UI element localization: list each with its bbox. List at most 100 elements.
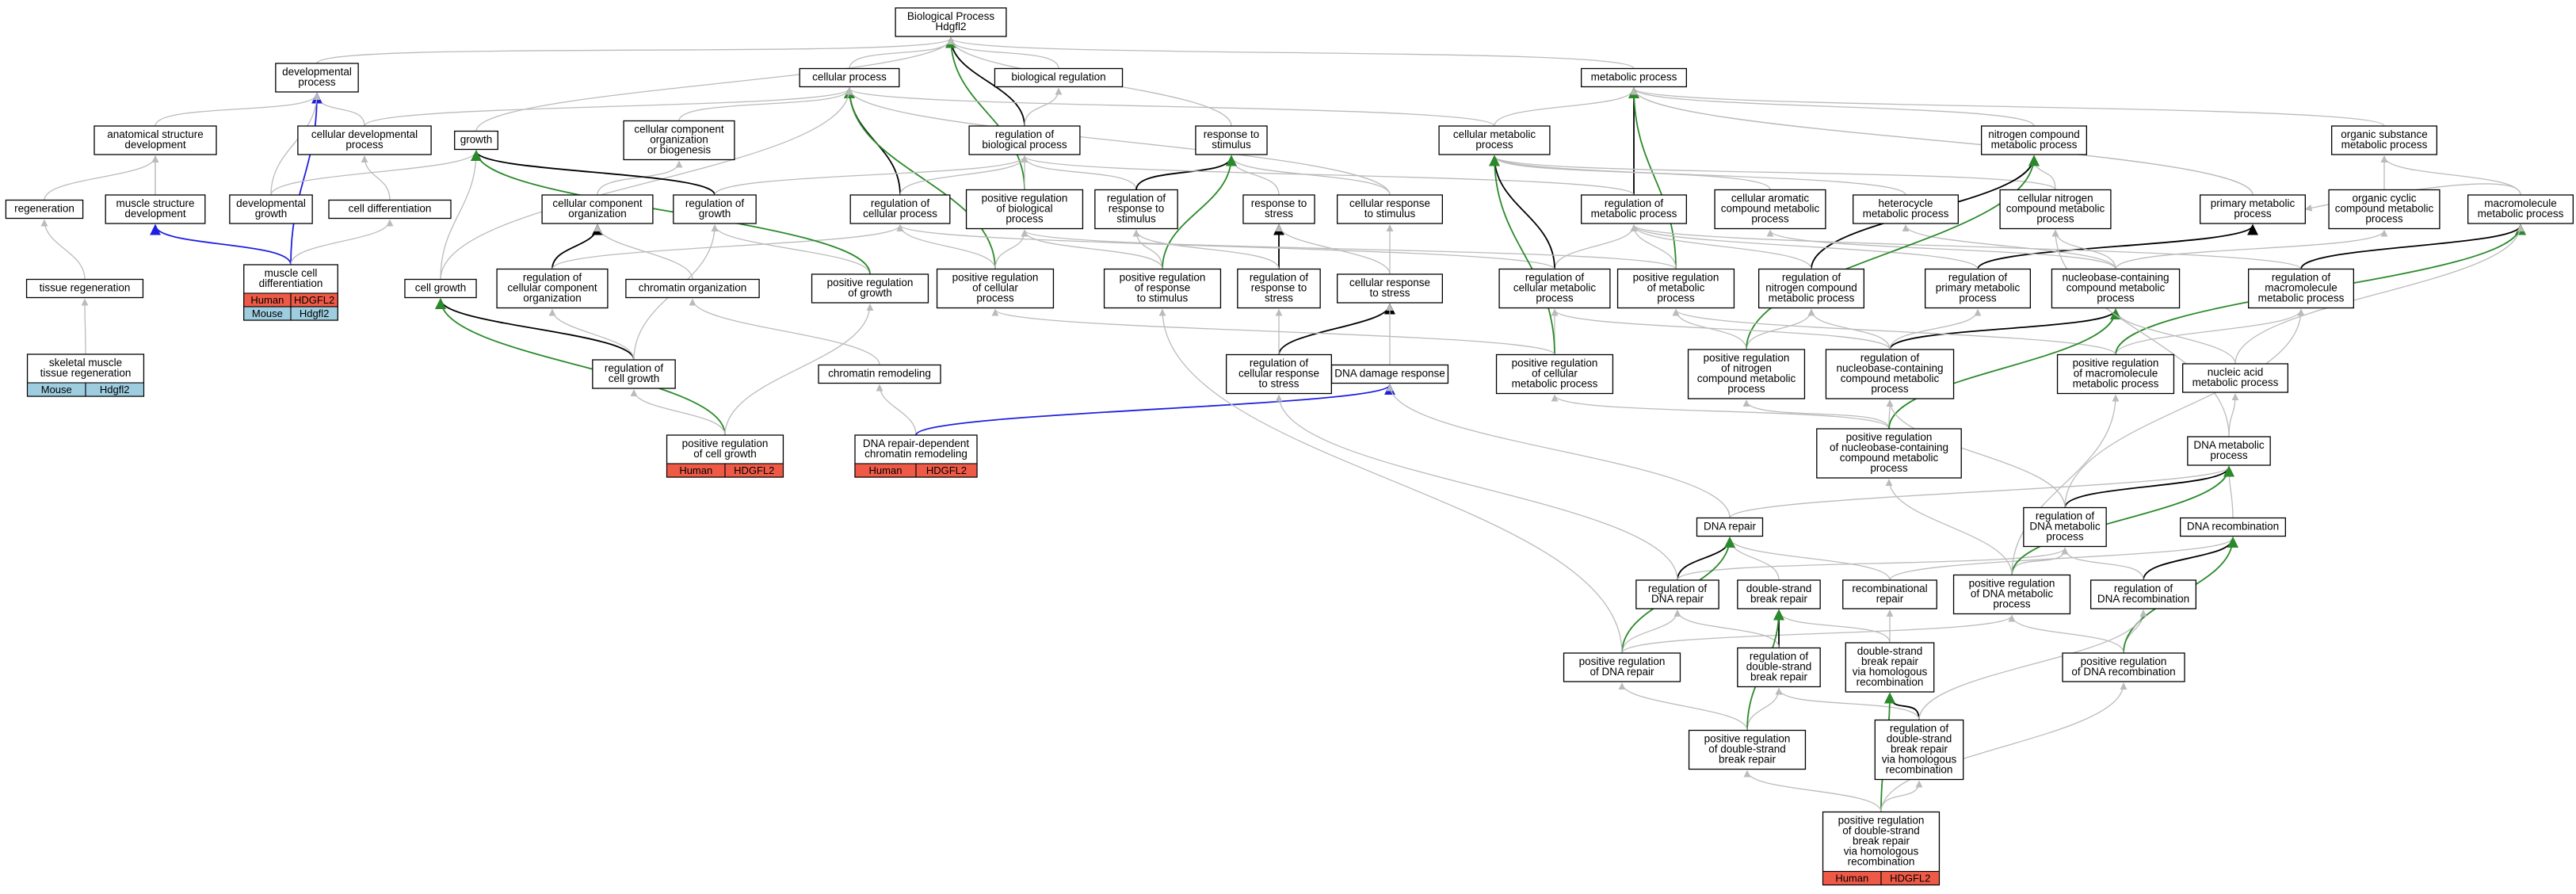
node-label-line: response to xyxy=(1109,203,1165,215)
go-term-node-dna_repair[interactable]: DNA repair xyxy=(1696,517,1764,537)
edge-dna_rep_chrom-to-dna_damage xyxy=(915,384,1395,436)
go-term-node-cell_growth[interactable]: cell growth xyxy=(404,278,477,299)
go-term-node-dna_recomb[interactable]: DNA recombination xyxy=(2179,517,2286,537)
go-term-node-chrom_remod[interactable]: chromatin remodeling xyxy=(818,364,941,384)
node-box xyxy=(1635,579,1719,609)
go-term-node-cell_proc[interactable]: cellular process xyxy=(799,67,900,88)
node-label-line: cellular aromatic xyxy=(1731,193,1810,204)
go-term-node-met_proc[interactable]: metabolic process xyxy=(1581,67,1688,88)
node-box xyxy=(849,194,951,224)
go-term-node-regeneration[interactable]: regeneration xyxy=(5,199,84,220)
edge-cell_growth-to-cell_proc xyxy=(440,87,853,280)
go-term-node-bio_reg[interactable]: biological regulation xyxy=(994,67,1124,88)
edge-reg_nucleo-to-reg_cell_met xyxy=(1551,308,1891,350)
node-label-line: positive regulation xyxy=(682,437,769,449)
go-term-node-tissue_regen[interactable]: tissue regeneration xyxy=(25,278,144,299)
edge-reg_dsb_hr-to-reg_dsb xyxy=(1775,687,1920,720)
node-label-line: of double-strand xyxy=(1708,743,1786,755)
go-term-node-reg_nucleo[interactable]: regulation ofnucleobase-containingcompou… xyxy=(1825,349,1955,399)
edge-reg_dna_recomb-to-dna_recomb xyxy=(2143,537,2238,581)
go-term-node-chrom_org[interactable]: chromatin organization xyxy=(625,278,760,299)
node-box xyxy=(25,278,144,299)
node-label-line: metabolic process xyxy=(1591,208,1677,220)
go-term-node-dna_damage[interactable]: DNA damage response xyxy=(1330,364,1449,384)
node-box xyxy=(1980,125,2087,155)
edge-pos_reg_met-to-met_proc xyxy=(1628,87,1677,269)
edge-reg_cell_met-to-reg_met xyxy=(1554,224,1638,269)
go-term-node-growth[interactable]: growth xyxy=(454,130,498,151)
node-label-line: heterocycle xyxy=(1878,197,1933,209)
node-label-line: via homologous xyxy=(1844,846,1919,858)
node-label-line: cellular metabolic xyxy=(1513,282,1597,294)
node-label-line: organic substance xyxy=(2341,128,2428,140)
edge-pos_reg_dna_repair-to-reg_dna_repair xyxy=(1621,609,1681,654)
node-label-line: cellular component xyxy=(507,282,597,294)
edge-reg_macro-to-macro_met xyxy=(2300,224,2526,269)
go-term-node-cell_diff[interactable]: cell differentiation xyxy=(328,199,452,220)
